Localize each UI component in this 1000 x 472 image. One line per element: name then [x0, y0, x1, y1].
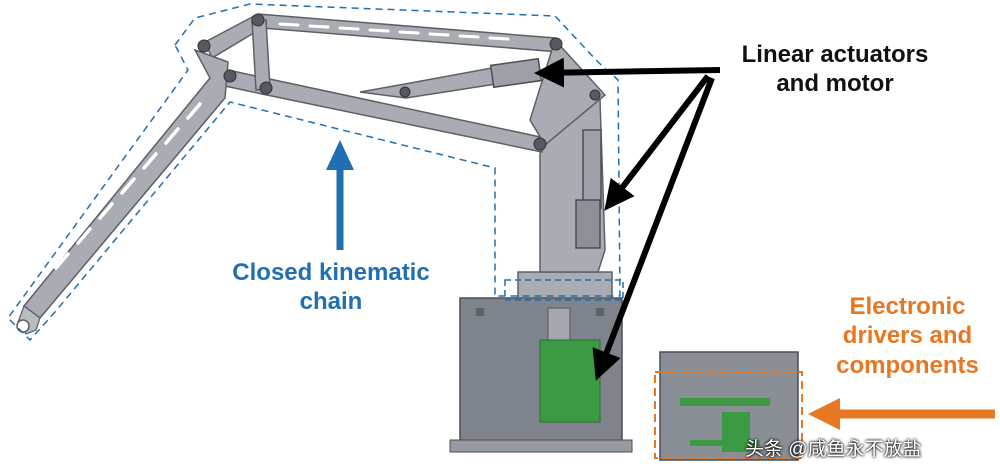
- watermark: 头条 @咸鱼永不放盐: [745, 439, 922, 460]
- turntable: [504, 271, 624, 301]
- electronics-arrow: [808, 398, 995, 430]
- closed-chain-label-line-2: chain: [299, 288, 363, 316]
- electronics-label-line-3: components: [836, 351, 979, 379]
- motor: [539, 339, 601, 423]
- closed-chain-label: Closed kinematic chain: [196, 258, 466, 317]
- upper-linear-actuator: [359, 57, 543, 99]
- electronics-label-line-2: drivers and: [842, 322, 973, 350]
- closed-chain-label-line-1: Closed kinematic: [232, 259, 430, 286]
- closed-chain-arrow: [326, 140, 354, 250]
- actuator-pointer-arrows: [534, 57, 721, 381]
- vertical-link: [251, 19, 271, 91]
- electronics-label-line-1: Electronic: [849, 293, 966, 320]
- actuators-label: Linear actuators and motor: [700, 40, 970, 99]
- electronics-label: Electronic drivers and components: [815, 292, 1000, 380]
- electronics-box: [654, 351, 803, 461]
- electronics-dashed-outline: [654, 371, 803, 459]
- vertical-linear-actuator: [575, 129, 602, 249]
- actuators-label-line-1: Linear actuators: [741, 41, 929, 68]
- arm-joints: [197, 13, 601, 151]
- actuators-label-line-2: and motor: [776, 70, 894, 98]
- closed-chain-dashed-outline: [7, 3, 621, 342]
- base-cabinet: [449, 297, 633, 453]
